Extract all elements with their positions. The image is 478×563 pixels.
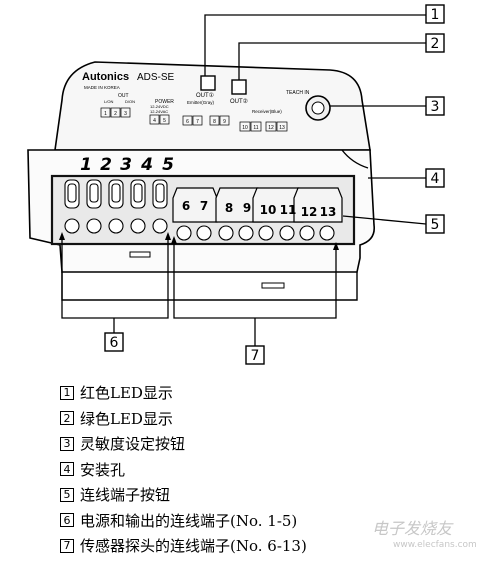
svg-text:3: 3 [124, 111, 127, 117]
legend-text: 安装孔 [80, 460, 126, 479]
terminal-numbers-left: 1 2 3 4 5 [80, 155, 174, 175]
svg-text:6: 6 [186, 119, 189, 125]
legend-item: 1 红色LED显示 [60, 380, 470, 406]
green-led-window [231, 79, 247, 95]
svg-text:1: 1 [80, 155, 92, 175]
svg-text:8: 8 [225, 201, 233, 215]
svg-text:7: 7 [251, 348, 260, 364]
legend-text: 连线端子按钮 [80, 486, 171, 505]
callout-lines [61, 14, 427, 346]
mounting-notch [341, 149, 369, 169]
legend-number: 2 [60, 411, 74, 426]
out-label: OUT [118, 93, 129, 99]
terminal-numbers-right: 6 7 8 9 10 11 12 13 [182, 199, 337, 219]
svg-text:10: 10 [242, 125, 248, 131]
out-mode-2: D/ON [125, 99, 135, 104]
housing-base [61, 272, 358, 301]
emitter-label: Emitter(Gray) [187, 100, 215, 105]
svg-text:4: 4 [153, 118, 156, 124]
brand-label: Autonics [82, 71, 129, 83]
legend-item: 2 绿色LED显示 [60, 406, 470, 432]
svg-text:13: 13 [279, 125, 285, 131]
right-terminal-buttons[interactable] [172, 187, 343, 223]
legend-item: 7 传感器探头的连线端子(No. 6-13) [60, 533, 470, 559]
legend-text: 灵敏度设定按钮 [80, 435, 186, 454]
red-led-window [200, 75, 216, 91]
power-spec-2: 12-24VAC [150, 109, 168, 114]
svg-text:4: 4 [431, 171, 440, 187]
svg-text:7: 7 [196, 119, 199, 125]
svg-text:2: 2 [431, 36, 440, 52]
legend-item: 5 连线端子按钮 [60, 482, 470, 508]
svg-text:11: 11 [253, 125, 258, 131]
legend-text: 传感器探头的连线端子(No. 6-13) [80, 537, 307, 556]
left-terminal-slots [64, 179, 168, 234]
svg-text:12: 12 [268, 125, 274, 131]
legend-number: 7 [60, 538, 74, 553]
legend-number: 6 [60, 513, 74, 528]
legend-text: 绿色LED显示 [80, 409, 173, 428]
svg-text:11: 11 [280, 203, 297, 217]
svg-text:2: 2 [114, 111, 117, 117]
bottom-slot-left [129, 251, 151, 258]
svg-text:7: 7 [200, 199, 208, 213]
right-terminal-holes [176, 225, 335, 241]
legend-item: 6 电源和输出的连线端子(No. 1-5) [60, 508, 470, 534]
svg-text:10: 10 [260, 203, 277, 217]
legend-number: 5 [60, 487, 74, 502]
watermark-url: www.elecfans.com [393, 540, 477, 550]
arrowheads [59, 232, 339, 250]
power-label: POWER [155, 99, 174, 105]
svg-text:3: 3 [431, 99, 440, 115]
watermark-logo: 电子发烧友 [372, 519, 453, 538]
legend-number: 4 [60, 462, 74, 477]
legend-number: 1 [60, 385, 74, 400]
svg-text:3: 3 [120, 155, 132, 175]
svg-text:9: 9 [243, 201, 251, 215]
out-mode-1: L/ON [104, 99, 113, 104]
svg-text:6: 6 [182, 199, 190, 213]
out2-label: OUT② [230, 98, 248, 105]
teach-label: TEACH IN [286, 90, 310, 96]
svg-text:12: 12 [301, 205, 318, 219]
legend: 1 红色LED显示 2 绿色LED显示 3 灵敏度设定按钮 4 安装孔 5 连线… [60, 380, 470, 559]
legend-number: 3 [60, 436, 74, 451]
svg-text:5: 5 [163, 118, 166, 124]
svg-text:13: 13 [320, 205, 337, 219]
power-spec-1: 12-24VDC [150, 104, 169, 109]
legend-text: 红色LED显示 [80, 384, 173, 403]
top-terminal-map: 1 2 3 4 5 6 7 8 9 10 11 12 13 [100, 107, 288, 132]
svg-text:5: 5 [431, 217, 440, 233]
svg-text:2: 2 [100, 155, 112, 175]
teach-in-button-center [311, 101, 325, 115]
legend-text: 电源和输出的连线端子(No. 1-5) [80, 511, 298, 530]
housing-top [54, 61, 371, 151]
svg-text:6: 6 [110, 335, 119, 351]
legend-item: 3 灵敏度设定按钮 [60, 431, 470, 457]
svg-text:1: 1 [431, 7, 440, 23]
svg-text:5: 5 [162, 155, 174, 175]
callout-boxes: 1 2 3 4 5 6 7 [104, 4, 445, 365]
receiver-label: Receiver(Blue) [252, 109, 282, 114]
made-in-label: MADE IN KOREA [84, 85, 120, 90]
out1-label: OUT① [196, 92, 214, 99]
bottom-slot-right [261, 282, 285, 289]
model-label: ADS-SE [137, 72, 175, 83]
svg-text:1: 1 [104, 111, 107, 117]
svg-text:9: 9 [223, 119, 226, 125]
legend-item: 4 安装孔 [60, 457, 470, 483]
svg-text:8: 8 [213, 119, 216, 125]
svg-text:4: 4 [140, 155, 153, 175]
